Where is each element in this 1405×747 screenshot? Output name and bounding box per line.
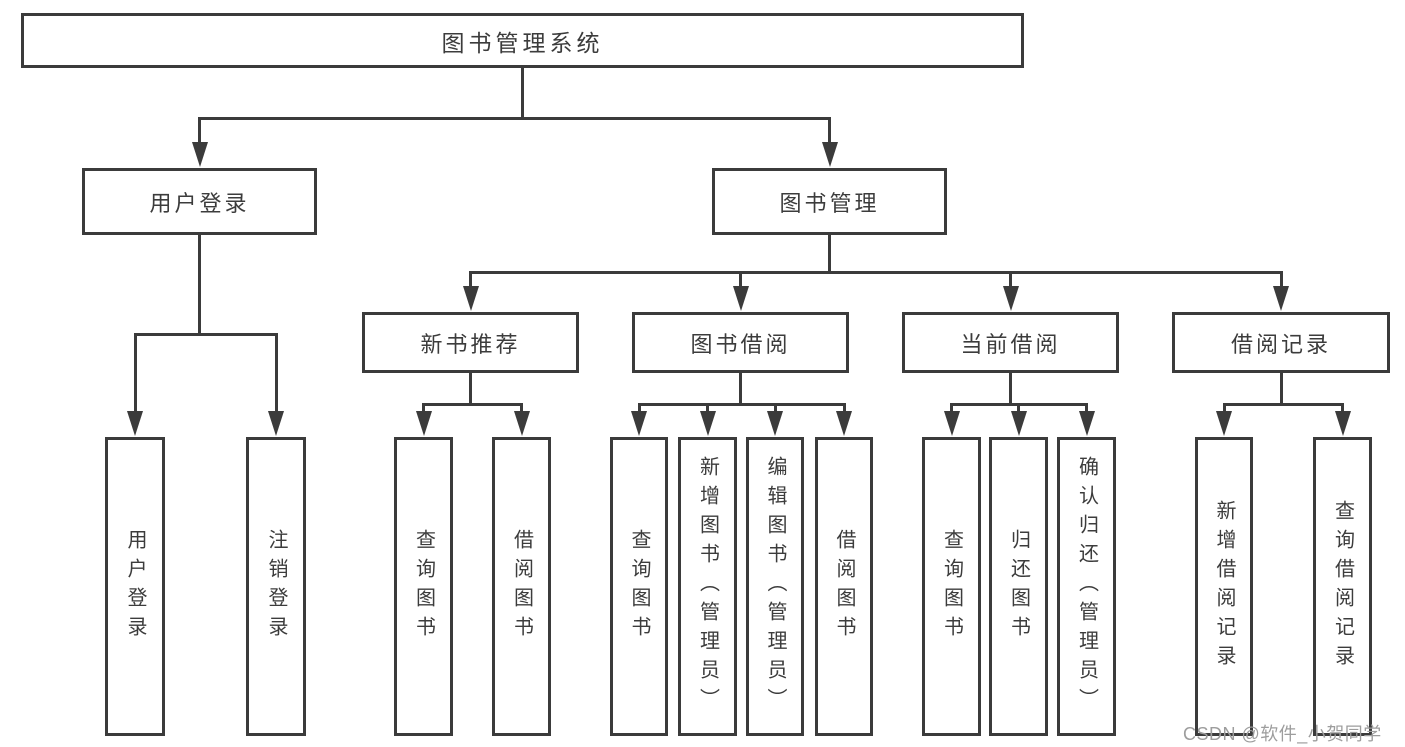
node-label: 查询图书 (940, 528, 963, 645)
arrow-down-icon (821, 142, 838, 167)
node-label: 图书借阅 (690, 331, 791, 357)
node-label: 图书管理系统 (441, 29, 604, 56)
node-label: 新增图书（管理员） (696, 456, 719, 717)
node-leaf-bb-add-books-admin: 新增图书（管理员） (678, 437, 737, 736)
connector-line (706, 404, 709, 415)
node-new-book-recommendation: 新书推荐 (362, 312, 579, 373)
connector-line (773, 404, 777, 415)
node-label: 确认归还（管理员） (1075, 456, 1098, 717)
arrow-down-icon (415, 411, 432, 436)
node-leaf-cb-query-books: 查询图书 (922, 437, 981, 736)
node-label: 注销登录 (265, 528, 287, 645)
connector-line (828, 118, 831, 146)
csdn-watermark: CSDN @软件_小贺同学 (1183, 724, 1382, 744)
node-label: 新书推荐 (420, 331, 521, 357)
connector-line (1222, 404, 1226, 415)
node-leaf-nb-borrow-books: 借阅图书 (492, 437, 551, 736)
arrow-down-icon (1078, 411, 1095, 436)
arrow-down-icon (1334, 411, 1351, 436)
node-label: 编辑图书（管理员） (764, 456, 786, 717)
connector-line (739, 371, 742, 406)
arrow-down-icon (943, 411, 960, 436)
connector-line (637, 404, 641, 415)
connector-line (1017, 404, 1020, 415)
connector-line (828, 233, 831, 274)
node-leaf-bb-borrow-books: 借阅图书 (815, 437, 873, 736)
node-library-management-system: 图书管理系统 (21, 13, 1024, 68)
connector-line (133, 334, 137, 415)
connector-line (521, 66, 524, 120)
node-book-borrowing: 图书借阅 (632, 312, 849, 373)
arrow-down-icon (1010, 411, 1027, 436)
node-label: 用户登录 (124, 528, 146, 645)
node-leaf-cb-return-books: 归还图书 (989, 437, 1048, 736)
connector-line (469, 272, 472, 290)
node-label: 查询借阅记录 (1331, 499, 1354, 674)
connector-line (842, 404, 846, 415)
arrow-down-icon (127, 411, 143, 436)
node-user-login: 用户登录 (82, 168, 317, 235)
arrow-down-icon (1002, 286, 1019, 311)
node-leaf-cb-confirm-return-admin: 确认归还（管理员） (1057, 437, 1116, 736)
node-label: 借阅记录 (1230, 331, 1331, 357)
node-label: 图书管理 (779, 190, 880, 216)
connector-line (1279, 371, 1283, 406)
connector-line (133, 332, 278, 336)
arrow-down-icon (699, 411, 716, 436)
arrow-down-icon (1273, 286, 1289, 311)
connector-line (1009, 371, 1012, 406)
node-label: 归还图书 (1007, 528, 1030, 645)
arrow-down-icon (631, 411, 647, 436)
connector-line (198, 116, 831, 120)
connector-line (1085, 404, 1088, 415)
node-current-borrowing: 当前借阅 (902, 312, 1119, 373)
node-label: 新增借阅记录 (1213, 499, 1235, 674)
connector-line (1009, 272, 1012, 290)
connector-line (1341, 404, 1344, 415)
connector-line (274, 334, 278, 415)
connector-line (637, 402, 846, 406)
arrow-down-icon (836, 411, 852, 436)
arrow-down-icon (767, 411, 783, 436)
connector-line (950, 404, 953, 415)
connector-line (739, 272, 742, 290)
arrow-down-icon (462, 286, 479, 311)
connector-line (469, 270, 1283, 274)
node-leaf-logout: 注销登录 (246, 437, 306, 736)
node-label: 借阅图书 (510, 528, 533, 645)
node-label: 查询图书 (412, 528, 435, 645)
node-leaf-br-query-record: 查询借阅记录 (1313, 437, 1372, 736)
arrow-down-icon (191, 142, 208, 167)
node-book-management: 图书管理 (712, 168, 947, 235)
connector-line (422, 404, 425, 415)
node-leaf-bb-edit-books-admin: 编辑图书（管理员） (746, 437, 804, 736)
node-leaf-user-login: 用户登录 (105, 437, 165, 736)
node-label: 借阅图书 (833, 528, 855, 645)
connector-line (1222, 402, 1344, 406)
arrow-down-icon (1216, 411, 1232, 436)
node-label: 查询图书 (628, 528, 650, 645)
node-label: 当前借阅 (960, 331, 1061, 357)
node-leaf-nb-query-books: 查询图书 (394, 437, 453, 736)
connector-line (198, 233, 201, 336)
connector-line (520, 404, 523, 415)
connector-line (1279, 272, 1283, 290)
connector-line (469, 371, 472, 406)
arrow-down-icon (268, 411, 284, 436)
arrow-down-icon (513, 411, 530, 436)
node-leaf-bb-query-books: 查询图书 (610, 437, 668, 736)
connector-line (198, 118, 201, 146)
node-leaf-br-add-record: 新增借阅记录 (1195, 437, 1253, 736)
node-label: 用户登录 (149, 190, 250, 216)
arrow-down-icon (732, 286, 749, 311)
node-borrowing-records: 借阅记录 (1172, 312, 1390, 373)
connector-line (422, 402, 523, 406)
